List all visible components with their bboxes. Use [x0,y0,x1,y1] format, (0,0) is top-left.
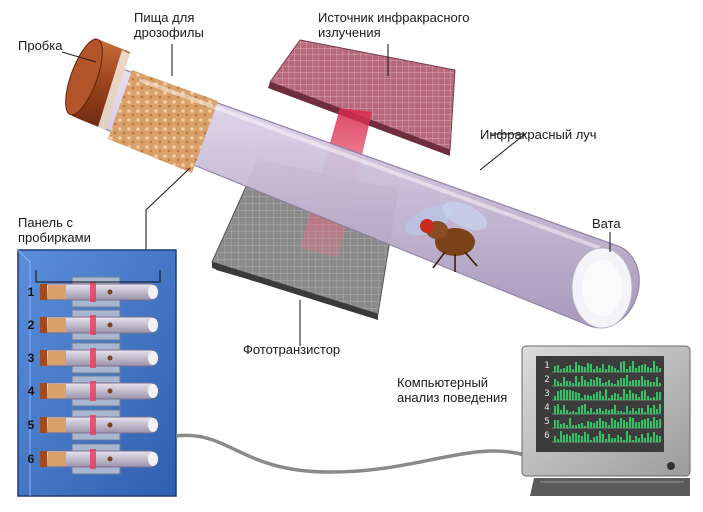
mini-test-tube [39,443,159,475]
activity-trace [552,431,661,443]
activity-trace [552,389,661,401]
tube-panel [17,249,177,497]
screen-number: 3 [544,389,550,399]
label-cork: Пробка [18,38,63,53]
panel-number: 6 [27,452,35,466]
main-test-tube [65,38,640,329]
activity-trace [552,375,661,387]
mini-test-tube [39,375,159,407]
mini-test-tube [39,342,159,374]
screen-number: 6 [544,431,550,441]
label-panel: Панель с пробирками [18,215,91,245]
activity-trace [552,404,661,415]
data-cable [175,433,526,474]
label-ir-source: Источник инфракрасного излучения [318,10,470,40]
label-ir-beam: Инфракрасный луч [480,127,597,142]
label-phototransistor: Фототранзистор [243,342,341,357]
mini-test-tube [39,409,159,441]
panel-number: 1 [27,285,35,299]
activity-trace [552,361,661,373]
label-cotton: Вата [592,216,621,231]
screen-number: 5 [544,417,550,427]
screen-number: 2 [544,375,550,385]
screen-number: 1 [544,361,550,371]
panel-number: 3 [27,351,35,365]
mini-test-tube [39,309,159,341]
label-food: Пища для дрозофилы [134,10,204,40]
panel-number: 2 [27,318,35,332]
activity-trace [552,417,661,429]
screen-number: 4 [544,403,550,413]
panel-number: 5 [27,418,35,432]
computer-monitor [521,345,691,496]
fruit-fly [404,201,488,272]
fly-food [108,70,218,173]
label-analysis: Компьютерный анализ поведения [397,375,508,405]
cork-plug [65,38,130,130]
panel-number: 4 [27,384,35,398]
